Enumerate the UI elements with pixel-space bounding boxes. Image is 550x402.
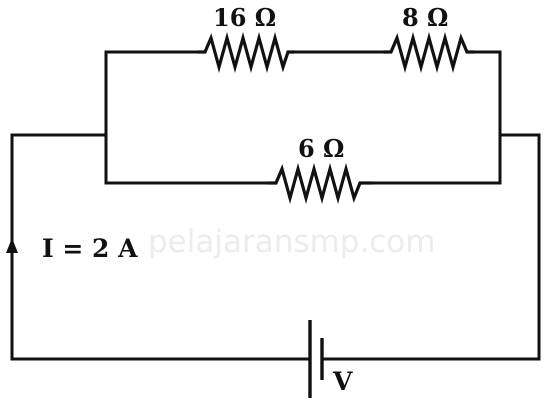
voltage-label: V — [332, 367, 353, 396]
upper-branch-wire-left — [104, 50, 270, 185]
upper-branch-wire-right — [370, 50, 502, 185]
watermark-text: pelajaransmp.com — [148, 224, 435, 260]
resistor-8-ohm-label: 8 Ω — [402, 3, 448, 32]
current-direction-arrow — [6, 238, 18, 253]
resistor-8-ohm — [382, 31, 476, 74]
resistor-6-ohm — [266, 162, 374, 205]
resistor-6-ohm-label: 6 Ω — [298, 134, 344, 163]
main-loop-wire-right — [320, 133, 541, 361]
resistor-16-ohm — [196, 31, 296, 74]
current-label: I = 2 A — [42, 234, 138, 263]
resistor-16-ohm-label: 16 Ω — [213, 3, 276, 32]
